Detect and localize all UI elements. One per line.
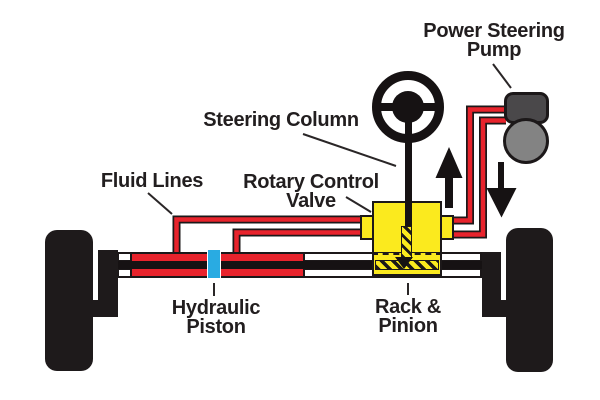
label-hydraulic-piston: Hydraulic Piston: [171, 297, 261, 338]
left-knuckle-foot: [86, 300, 118, 317]
flow-down-arrow-icon: [486, 162, 517, 218]
steering-column-shaft: [405, 105, 412, 228]
right-knuckle-bar: [482, 252, 501, 302]
steering-wheel-hub: [392, 91, 424, 123]
left-wheel: [45, 230, 93, 371]
label-rotary-control-valve: Rotary Control Valve: [243, 171, 379, 212]
label-power-steering-pump: Power Steering Pump: [423, 20, 565, 61]
fluid-line-left-lower-outline: [232, 228, 366, 254]
label-steering-column: Steering Column: [203, 109, 359, 131]
label-fluid-lines: Fluid Lines: [100, 170, 204, 192]
right-knuckle-foot: [482, 300, 514, 317]
fluid-line-left-upper-outline: [172, 215, 366, 254]
steering-rack-rod: [117, 261, 482, 269]
label-rack-and-pinion: Rack & Pinion: [374, 296, 441, 337]
fluid-line-left-upper: [174, 217, 366, 254]
fluid-line-right-inner: [447, 107, 506, 223]
leader-fluid-lines: [147, 192, 173, 215]
power-steering-pump-pulley: [503, 118, 549, 164]
left-knuckle-bar: [98, 250, 118, 302]
fluid-line-left-lower: [234, 230, 366, 254]
flow-up-arrow-icon: [435, 147, 463, 208]
leader-steering-column: [302, 133, 397, 167]
leader-power-steering-pump: [492, 63, 512, 89]
valve-port-right: [440, 215, 454, 240]
fluid-line-right-outer: [447, 118, 506, 237]
leader-rotary-control-valve: [345, 196, 372, 213]
hydraulic-piston: [207, 250, 221, 278]
pinion-gear-tip: [395, 257, 413, 269]
pinion-shaft-hatch: [401, 226, 412, 259]
steering-wheel-rim: [372, 71, 444, 143]
